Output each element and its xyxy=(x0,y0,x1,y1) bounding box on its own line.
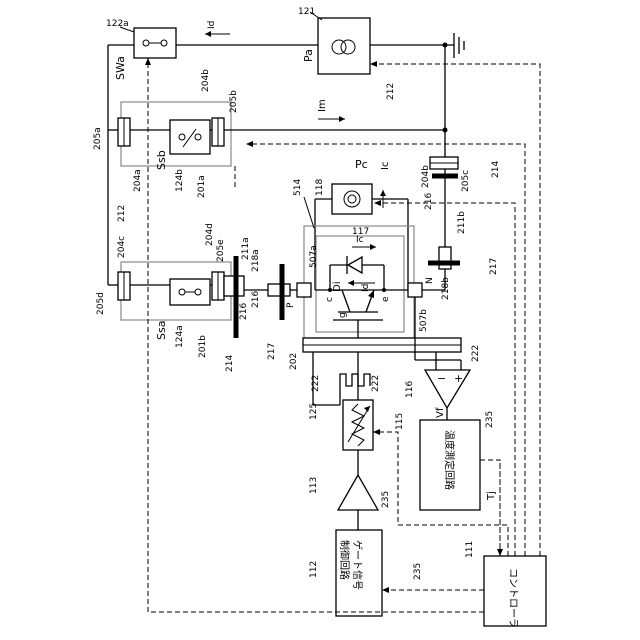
label-p: P xyxy=(286,302,296,308)
ground-symbol xyxy=(454,33,464,58)
label-124a: 124a xyxy=(175,325,185,348)
label-pa: Pa xyxy=(302,49,315,62)
label-temp-circuit: 温度測定回路 xyxy=(443,430,456,490)
igbt-transistor xyxy=(315,288,408,338)
switch-ssb xyxy=(170,120,210,154)
label-minus: − xyxy=(437,372,446,385)
label-gate-circuit-1: ゲート信号 xyxy=(351,540,363,590)
label-im: Im xyxy=(317,99,328,112)
label-205a: 205a xyxy=(93,127,103,150)
label-swa: SWa xyxy=(114,56,127,80)
label-204b-1: 204b xyxy=(201,69,211,92)
label-216-right: 216 xyxy=(424,193,434,210)
label-204c: 204c xyxy=(117,236,127,258)
label-pc: Pc xyxy=(355,158,368,171)
label-205b: 205b xyxy=(229,90,239,113)
module-inner xyxy=(316,236,404,332)
label-122a: 122a xyxy=(106,19,129,29)
shunt-218a xyxy=(268,284,290,296)
label-113: 113 xyxy=(309,477,319,494)
label-211a: 211a xyxy=(241,237,251,260)
label-ssa: Ssa xyxy=(155,321,168,340)
label-218b: 218b xyxy=(441,277,451,300)
switch-ssa xyxy=(170,279,210,305)
label-201b: 201b xyxy=(198,335,208,358)
label-118: 118 xyxy=(315,179,325,196)
label-121: 121 xyxy=(298,7,315,17)
label-214-left: 214 xyxy=(225,355,235,372)
label-211b: 211b xyxy=(457,211,467,234)
label-235-b: 235 xyxy=(381,491,391,508)
diff-amp-116 xyxy=(425,370,470,408)
label-id-mid: Id xyxy=(361,284,371,292)
label-217-left: 217 xyxy=(267,343,277,360)
label-222-b: 222 xyxy=(371,375,381,392)
label-204b-2: 204b xyxy=(421,165,431,188)
label-216-left: 216 xyxy=(239,303,249,320)
label-116: 116 xyxy=(405,381,415,398)
label-125: 125 xyxy=(309,403,319,420)
label-202: 202 xyxy=(289,353,299,370)
label-205c: 205c xyxy=(461,170,471,192)
label-212-top: 212 xyxy=(386,83,396,100)
label-222-c: 222 xyxy=(471,345,481,362)
switch-swa xyxy=(134,28,176,58)
gate-driver-113 xyxy=(338,475,378,510)
label-216-left2: 216 xyxy=(251,291,261,308)
gate-resistor-125 xyxy=(343,400,373,450)
terminal-507a xyxy=(297,283,311,297)
label-204a: 204a xyxy=(133,169,143,192)
label-235-c: 235 xyxy=(413,563,423,580)
label-c: c xyxy=(325,297,335,302)
label-217-right: 217 xyxy=(489,258,499,275)
label-124b: 124b xyxy=(175,169,185,192)
shunt-218b xyxy=(439,247,451,269)
label-ic: Ic xyxy=(380,162,391,170)
label-controller: コントローラ xyxy=(507,568,519,628)
label-507b: 507b xyxy=(419,309,429,332)
label-gate-circuit-2: 制御回路 xyxy=(338,540,351,580)
label-235-a: 235 xyxy=(485,411,495,428)
label-112: 112 xyxy=(309,561,319,578)
label-plus: + xyxy=(454,372,463,385)
label-tj: Tj xyxy=(486,491,497,501)
label-ssb: Ssb xyxy=(155,150,168,170)
label-115: 115 xyxy=(395,413,405,430)
label-204d: 204d xyxy=(205,223,215,246)
label-id-top: Id xyxy=(207,21,217,29)
label-ic-mid: Ic xyxy=(356,235,364,245)
power-supply-pa xyxy=(318,18,370,74)
label-514: 514 xyxy=(293,179,303,196)
label-e: e xyxy=(381,296,391,302)
label-111: 111 xyxy=(465,541,475,558)
label-g: g xyxy=(338,312,348,318)
label-n: N xyxy=(425,277,435,284)
label-205d: 205d xyxy=(96,292,106,315)
label-222-a: 222 xyxy=(311,375,321,392)
label-214-right: 214 xyxy=(491,161,501,178)
label-201a: 201a xyxy=(197,175,207,198)
label-205e: 205e xyxy=(216,239,226,262)
label-212-left: 212 xyxy=(117,205,127,222)
label-507a: 507a xyxy=(309,245,319,268)
terminal-507b xyxy=(408,283,422,297)
current-source-pc xyxy=(332,184,372,214)
label-vf: Vf xyxy=(435,407,446,418)
label-218a: 218a xyxy=(251,249,261,272)
